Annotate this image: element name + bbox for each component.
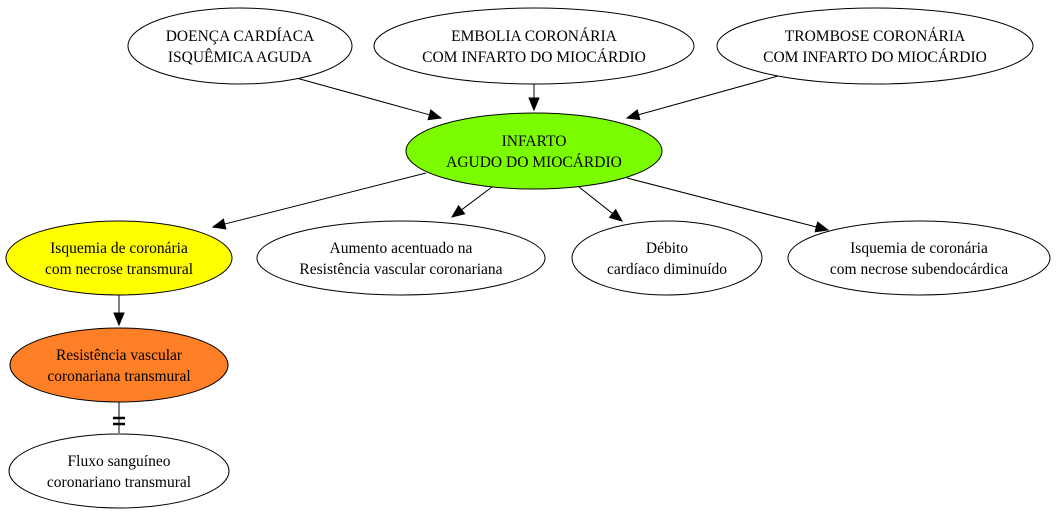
node-trombose-coronaria: TROMBOSE CORONÁRIA COM INFARTO DO MIOCÁR… xyxy=(716,7,1034,85)
node-aumento-resistencia: Aumento acentuado na Resistência vascula… xyxy=(256,220,546,296)
node-shape xyxy=(256,220,546,296)
edge-line xyxy=(578,186,613,214)
edge-infarto-to-isquemia_subendocardica xyxy=(626,177,830,233)
node-label-line1: Débito xyxy=(646,240,688,257)
node-infarto-agudo: INFARTO AGUDO DO MIOCÁRDIO xyxy=(405,112,663,190)
edge-infarto-to-debito xyxy=(578,186,624,222)
node-label-line2: coronariano transmural xyxy=(47,474,191,491)
edge-trombose-to-infarto xyxy=(625,75,779,121)
node-fluxo-sanguineo: Fluxo sanguíneo coronariano transmural xyxy=(8,433,230,509)
node-resistencia-vascular-transmural: Resistência vascular coronariana transmu… xyxy=(9,327,229,403)
edge-line xyxy=(224,172,427,225)
node-shape xyxy=(571,220,763,296)
edge-doenca-to-infarto xyxy=(288,75,443,121)
edge-resistencia-to-fluxo xyxy=(113,402,125,433)
arrowhead xyxy=(211,218,227,230)
node-debito-cardiaco: Débito cardíaco diminuído xyxy=(571,220,763,296)
node-label-line2: ISQUÊMICA AGUDA xyxy=(168,49,313,66)
edge-isquemia_transmural-to-resistencia xyxy=(113,295,125,327)
node-label-line1: Aumento acentuado na xyxy=(330,240,473,257)
node-label-line2: Resistência vascular coronariana xyxy=(299,261,502,278)
node-label-line1: INFARTO xyxy=(502,133,567,150)
node-embolia-coronaria: EMBOLIA CORONÁRIA COM INFARTO DO MIOCÁRD… xyxy=(373,7,695,85)
node-label-line2: cardíaco diminuído xyxy=(607,261,727,278)
node-label-line2: AGUDO DO MIOCÁRDIO xyxy=(446,154,622,171)
arrowhead xyxy=(625,109,641,121)
node-label-line1: Isquemia de coronária xyxy=(50,240,188,257)
node-label-line2: com necrose subendocárdica xyxy=(830,261,1008,278)
node-label-line1: Isquemia de coronária xyxy=(850,240,988,257)
edge-line xyxy=(461,186,493,211)
edge-infarto-to-isquemia_transmural xyxy=(211,172,427,230)
edge-embolia-to-infarto xyxy=(528,84,540,112)
edge-line xyxy=(626,177,817,228)
node-label-line1: Resistência vascular xyxy=(56,347,183,364)
node-shape xyxy=(373,7,695,85)
node-label-line1: DOENÇA CARDÍACA xyxy=(166,28,315,45)
node-label-line1: TROMBOSE CORONÁRIA xyxy=(785,28,966,45)
node-isquemia-necrose-subendocardica: Isquemia de coronária com necrose subend… xyxy=(787,220,1051,296)
node-shape xyxy=(5,220,233,296)
arrowhead xyxy=(427,109,443,121)
edge-line xyxy=(638,75,779,116)
arrowhead xyxy=(608,208,624,222)
arrowhead xyxy=(113,312,125,327)
node-label-line2: coronariana transmural xyxy=(47,368,190,385)
node-shape xyxy=(9,327,229,403)
edge-line xyxy=(288,75,430,116)
node-doenca-cardiaca: DOENÇA CARDÍACA ISQUÊMICA AGUDA xyxy=(127,7,353,85)
node-label-line2: COM INFARTO DO MIOCÁRDIO xyxy=(422,49,646,66)
node-label-line1: Fluxo sanguíneo xyxy=(68,453,171,470)
node-label-line2: com necrose transmural xyxy=(45,261,193,278)
node-shape xyxy=(127,7,353,85)
edge-infarto-to-aumento xyxy=(450,186,493,218)
arrowhead xyxy=(814,221,830,233)
node-shape xyxy=(787,220,1051,296)
node-shape xyxy=(716,7,1034,85)
node-isquemia-necrose-transmural: Isquemia de coronária com necrose transm… xyxy=(5,220,233,296)
node-shape xyxy=(405,112,663,190)
arrowhead xyxy=(528,97,540,112)
edges-layer xyxy=(113,75,830,433)
node-label-line1: EMBOLIA CORONÁRIA xyxy=(451,28,618,45)
node-shape xyxy=(8,433,230,509)
node-label-line2: COM INFARTO DO MIOCÁRDIO xyxy=(763,49,987,66)
arrowhead xyxy=(450,204,466,218)
